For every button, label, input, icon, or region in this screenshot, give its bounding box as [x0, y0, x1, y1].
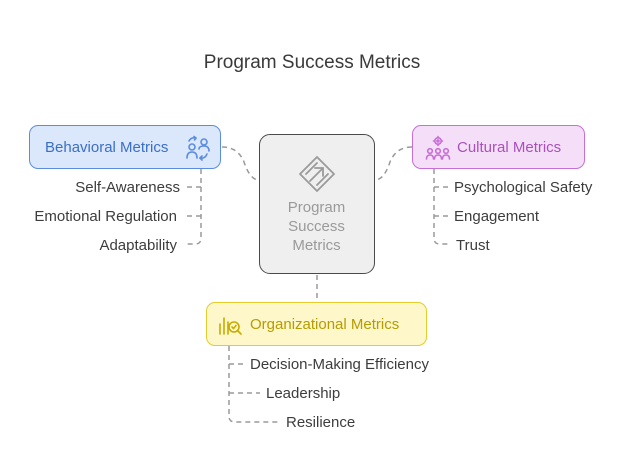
- organizational-item: Decision-Making Efficiency: [250, 356, 429, 373]
- center-program-box[interactable]: Program Success Metrics: [259, 134, 375, 274]
- connector-cultural-items: [433, 169, 448, 245]
- chart-magnifier-icon: [217, 312, 243, 342]
- behavioral-metrics-box[interactable]: Behavioral Metrics: [29, 125, 221, 169]
- connector-behavioral: [221, 146, 260, 181]
- organizational-item: Resilience: [286, 414, 356, 431]
- center-label: Program Success Metrics: [287, 199, 346, 254]
- behavioral-item: Emotional Regulation: [34, 208, 177, 225]
- behavioral-item: Self-Awareness: [75, 179, 180, 196]
- group-gear-icon: [425, 135, 451, 165]
- behavioral-item: Adaptability: [99, 237, 177, 254]
- connector-organizational-items: [228, 346, 280, 423]
- cultural-item: Engagement: [454, 208, 540, 225]
- cultural-metrics-box[interactable]: Cultural Metrics: [412, 125, 585, 169]
- diagram-title: Program Success Metrics: [203, 52, 421, 73]
- connector-cultural: [374, 146, 413, 181]
- organizational-item: Leadership: [266, 385, 341, 402]
- connector-behavioral-items: [187, 169, 202, 245]
- behavioral-metrics-label: Behavioral Metrics: [45, 139, 169, 156]
- cultural-metrics-label: Cultural Metrics: [457, 139, 562, 156]
- cultural-item: Psychological Safety: [454, 179, 593, 196]
- organizational-metrics-box[interactable]: Organizational Metrics: [206, 302, 427, 346]
- diamond-arrow-icon: [297, 154, 337, 199]
- cultural-item: Trust: [456, 237, 490, 254]
- people-exchange-icon: [185, 135, 211, 165]
- organizational-metrics-label: Organizational Metrics: [250, 316, 400, 333]
